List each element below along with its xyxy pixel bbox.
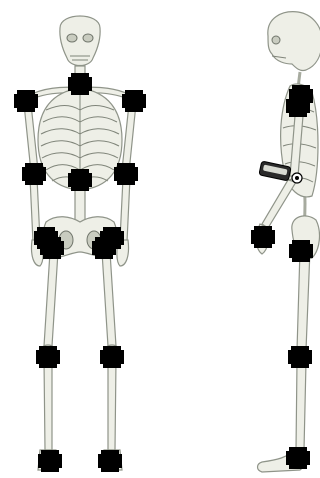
marker-grid-icon	[68, 73, 92, 95]
marker-grid-icon	[98, 450, 122, 472]
marker-grid-icon	[100, 346, 124, 368]
marker-grid-icon	[40, 237, 64, 259]
marker-grid-icon	[289, 240, 313, 262]
marker-grid-icon	[38, 450, 62, 472]
marker-grid-icon	[122, 90, 146, 112]
marker-grid-icon	[251, 226, 275, 248]
marker-grid-icon	[286, 95, 310, 117]
marker-grid-icon	[288, 346, 312, 368]
marker-grid-icon	[36, 346, 60, 368]
marker-grid-icon	[114, 163, 138, 185]
marker-grid-icon	[92, 237, 116, 259]
marker-grid-icon	[22, 163, 46, 185]
marker-grid-icon	[14, 90, 38, 112]
marker-grid-icon	[286, 447, 310, 469]
marker-grid-icon	[68, 169, 92, 191]
front-skull	[60, 16, 100, 66]
